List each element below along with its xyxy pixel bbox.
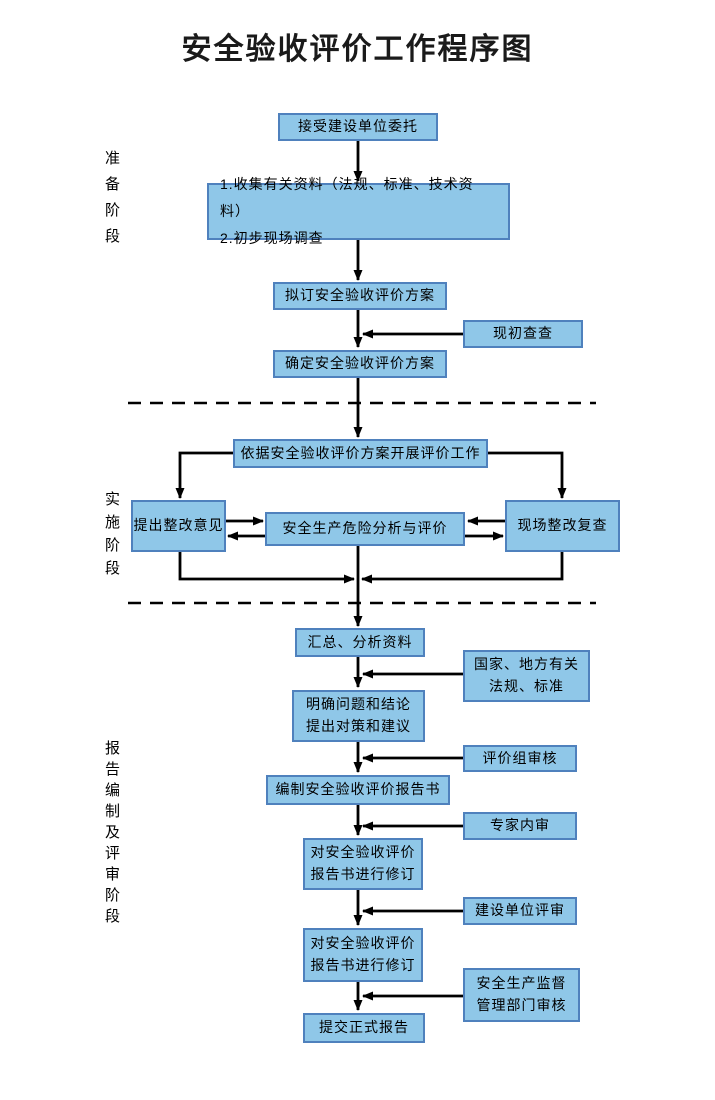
node-revise-report-1: 对安全验收评价 报告书进行修订 [303,838,423,890]
node-laws-standards: 国家、地方有关 法规、标准 [463,650,590,702]
phase-label-preparation: 准备阶段 [103,150,120,254]
node-carry-out-evaluation: 依据安全验收评价方案开展评价工作 [233,439,488,468]
node-clarify-conclusions: 明确问题和结论 提出对策和建议 [292,690,425,742]
node-initial-site-review: 现初查查 [463,320,583,348]
node-risk-analysis: 安全生产危险分析与评价 [265,512,465,546]
phase-label-implementation: 实施阶段 [103,491,120,583]
node-expert-internal-review: 专家内审 [463,812,577,840]
node-evaluation-team-review: 评价组审核 [463,745,577,772]
node-propose-rectification: 提出整改意见 [131,500,226,552]
node-accept-commission: 接受建设单位委托 [278,113,438,141]
node-confirm-plan: 确定安全验收评价方案 [273,350,447,378]
node-summarize-analyze: 汇总、分析资料 [295,628,425,657]
node-draft-plan: 拟订安全验收评价方案 [273,282,447,310]
page-title: 安全验收评价工作程序图 [181,33,534,66]
node-authority-review: 安全生产监督 管理部门审核 [463,968,580,1022]
node-client-review: 建设单位评审 [463,897,577,925]
node-submit-final-report: 提交正式报告 [303,1013,425,1043]
node-compile-report: 编制安全验收评价报告书 [266,775,450,805]
node-collect-materials: 1.收集有关资料（法规、标准、技术资料） 2.初步现场调查 [207,176,510,246]
node-revise-report-2: 对安全验收评价 报告书进行修订 [303,928,423,982]
phase-label-report-review: 报告编制及评审阶段 [103,740,120,929]
node-site-rectification-recheck: 现场整改复查 [505,500,620,552]
